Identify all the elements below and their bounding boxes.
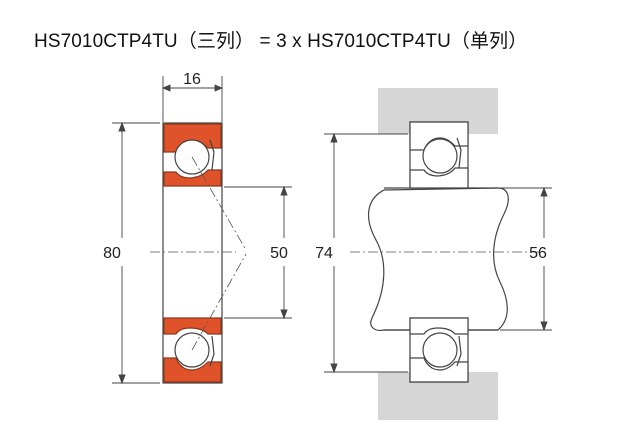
mounted-inner-ring-bottom: [409, 317, 469, 335]
dimension-outer-diameter: [112, 121, 160, 385]
housing-bottom: [378, 372, 498, 420]
inner-ring-bottom: [163, 317, 222, 335]
page-title: HS7010CTP4TU（三列） = 3 x HS7010CTP4TU（单列）: [34, 31, 528, 52]
dimension-bore-diameter: [224, 185, 292, 320]
dimension-bore-diameter-label: 50: [270, 245, 288, 262]
mounted-inner-ring-top: [409, 167, 469, 189]
mounted-outer-ring-bottom: [409, 357, 469, 383]
dimension-shaft-diameter: [500, 186, 552, 332]
mounted-ball-bottom: [422, 332, 458, 368]
shaft: [367, 187, 509, 331]
contact-line-bottom: [191, 253, 247, 351]
dimension-housing-bore-label: 74: [315, 245, 333, 262]
dimension-housing-bore: [324, 132, 408, 374]
mounted-ball-top: [422, 138, 458, 174]
dimension-outer-diameter-label: 80: [103, 245, 121, 262]
inner-ring-top: [163, 169, 222, 187]
outer-ring-bottom: [163, 357, 222, 383]
cage-top: [209, 139, 215, 171]
dimension-width-label: 16: [183, 71, 201, 88]
bearing-section-left: [150, 122, 247, 384]
dimension-width: [161, 76, 224, 122]
housing-assembly: [350, 88, 548, 420]
dimension-shaft-diameter-label: 56: [529, 245, 547, 262]
cage-bottom: [209, 335, 215, 367]
